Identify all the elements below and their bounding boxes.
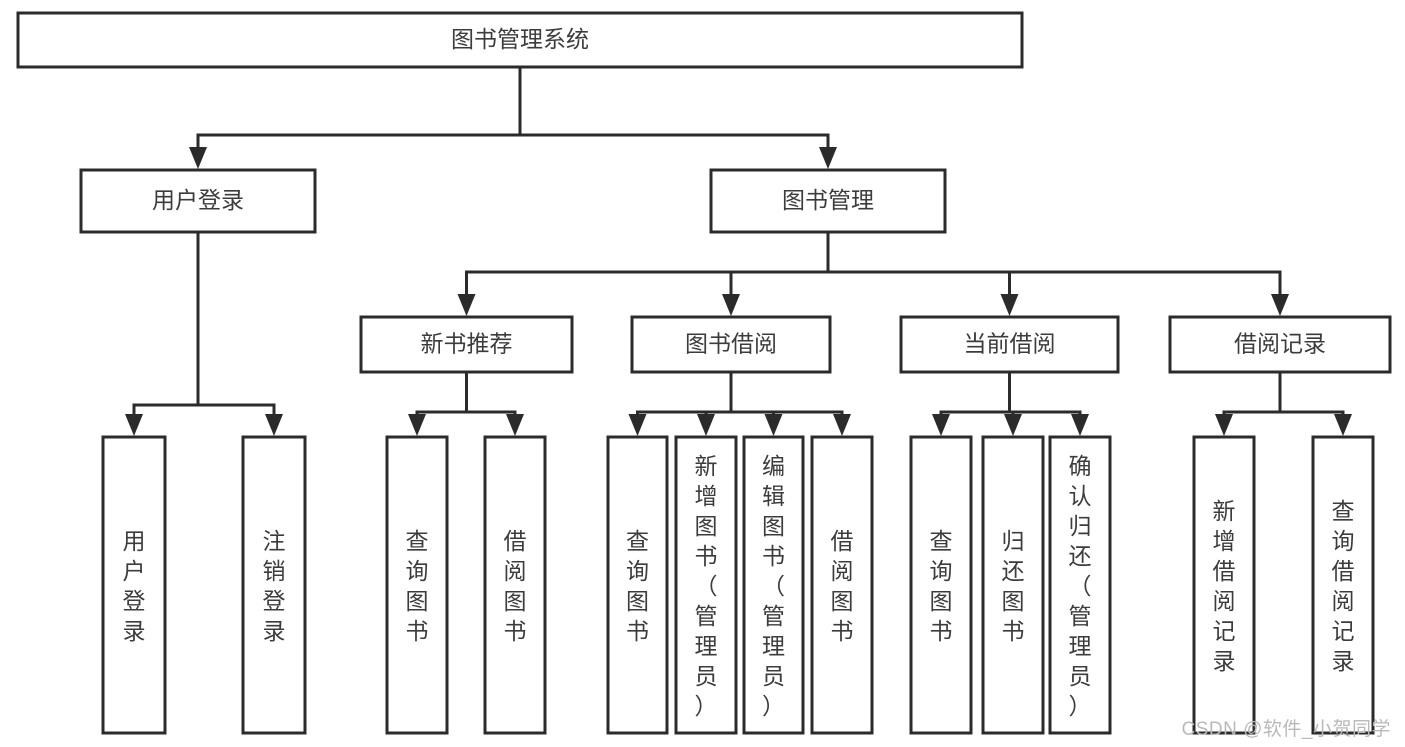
node-box[interactable] [385, 435, 449, 735]
node-box[interactable] [101, 435, 167, 735]
arrow-head-icon [408, 414, 426, 436]
arrow-head-icon [1000, 294, 1019, 316]
node-查询借阅记录-leaf[interactable]: 查询借阅记录 [1311, 435, 1375, 735]
arrow-head-icon [628, 414, 647, 436]
edges-layer [125, 65, 1352, 436]
node-label-vertical: 确认归还（管理员） [1069, 453, 1092, 719]
node-label: 用户登录 [152, 187, 244, 213]
node-label: 图书借阅 [685, 331, 777, 357]
node-label-vertical: 查询图书 [406, 528, 429, 644]
node-box[interactable] [709, 168, 947, 234]
node-label-vertical: 新增图书（管理员） [695, 453, 718, 719]
node-label-vertical: 注销登录 [263, 528, 286, 644]
arrow-head-icon [932, 414, 950, 436]
node-用户登录[interactable]: 用户登录 [79, 168, 317, 234]
node-box[interactable] [359, 315, 574, 374]
node-box[interactable] [981, 435, 1045, 735]
node-box[interactable] [909, 435, 973, 735]
node-新书推荐[interactable]: 新书推荐 [359, 315, 574, 374]
arrow-head-icon [1215, 414, 1233, 436]
arrow-head-icon [1334, 414, 1352, 436]
node-查询图书-leaf[interactable]: 查询图书 [606, 435, 669, 735]
node-box[interactable] [1168, 315, 1392, 374]
arrow-head-icon [1004, 414, 1022, 436]
node-查询图书-leaf[interactable]: 查询图书 [909, 435, 973, 735]
node-box[interactable] [899, 315, 1120, 374]
node-label: 当前借阅 [964, 331, 1056, 357]
arrow-head-icon [833, 414, 851, 436]
nodes-layer: 图书管理系统用户登录图书管理新书推荐图书借阅当前借阅借阅记录用户登录注销登录查询… [16, 11, 1392, 735]
node-box[interactable] [1192, 435, 1256, 735]
node-box[interactable] [241, 435, 307, 735]
node-box[interactable] [674, 435, 738, 735]
arrow-head-icon [1271, 294, 1289, 316]
node-label-vertical: 借阅图书 [831, 528, 854, 644]
node-图书管理系统[interactable]: 图书管理系统 [16, 11, 1024, 69]
node-box[interactable] [16, 11, 1024, 69]
node-新增借阅记录-leaf[interactable]: 新增借阅记录 [1192, 435, 1256, 735]
arrow-head-icon [1071, 414, 1089, 436]
arrow-head-icon [506, 414, 524, 436]
node-box[interactable] [742, 435, 805, 735]
node-label-vertical: 借阅图书 [504, 528, 527, 644]
node-box[interactable] [810, 435, 874, 735]
node-box[interactable] [79, 168, 317, 234]
node-box[interactable] [1048, 435, 1112, 735]
arrow-head-icon [764, 414, 783, 436]
node-借阅图书-leaf[interactable]: 借阅图书 [483, 435, 547, 735]
node-注销登录-leaf[interactable]: 注销登录 [241, 435, 307, 735]
node-图书管理[interactable]: 图书管理 [709, 168, 947, 234]
node-用户登录-leaf[interactable]: 用户登录 [101, 435, 167, 735]
node-label-vertical: 用户登录 [123, 528, 146, 644]
node-当前借阅[interactable]: 当前借阅 [899, 315, 1120, 374]
node-借阅记录[interactable]: 借阅记录 [1168, 315, 1392, 374]
arrow-head-icon [189, 147, 207, 169]
node-box[interactable] [630, 315, 832, 374]
node-label-vertical: 新增借阅记录 [1213, 498, 1236, 674]
arrow-head-icon [722, 294, 740, 316]
node-label-vertical: 查询图书 [626, 528, 649, 644]
arrow-head-icon [697, 414, 715, 436]
node-新增图书管理员-leaf[interactable]: 新增图书（管理员） [674, 435, 738, 735]
node-label: 新书推荐 [421, 331, 513, 357]
arrow-head-icon [819, 147, 837, 169]
node-编辑图书管理员-leaf[interactable]: 编辑图书（管理员） [742, 435, 805, 735]
node-label-vertical: 查询借阅记录 [1332, 498, 1355, 674]
arrow-head-icon [457, 294, 476, 316]
arrow-head-icon [125, 414, 143, 436]
node-box[interactable] [1311, 435, 1375, 735]
node-label-vertical: 编辑图书（管理员） [762, 453, 785, 719]
node-label: 借阅记录 [1234, 331, 1326, 357]
arrow-head-icon [265, 414, 283, 436]
node-label: 图书管理 [782, 187, 874, 213]
node-label-vertical: 查询图书 [930, 528, 953, 644]
node-box[interactable] [606, 435, 669, 735]
node-确认归还管理员-leaf[interactable]: 确认归还（管理员） [1048, 435, 1112, 735]
node-归还图书-leaf[interactable]: 归还图书 [981, 435, 1045, 735]
node-图书借阅[interactable]: 图书借阅 [630, 315, 832, 374]
node-box[interactable] [483, 435, 547, 735]
node-label: 图书管理系统 [451, 26, 589, 52]
node-借阅图书-leaf[interactable]: 借阅图书 [810, 435, 874, 735]
node-查询图书-leaf[interactable]: 查询图书 [385, 435, 449, 735]
node-label-vertical: 归还图书 [1002, 528, 1025, 644]
